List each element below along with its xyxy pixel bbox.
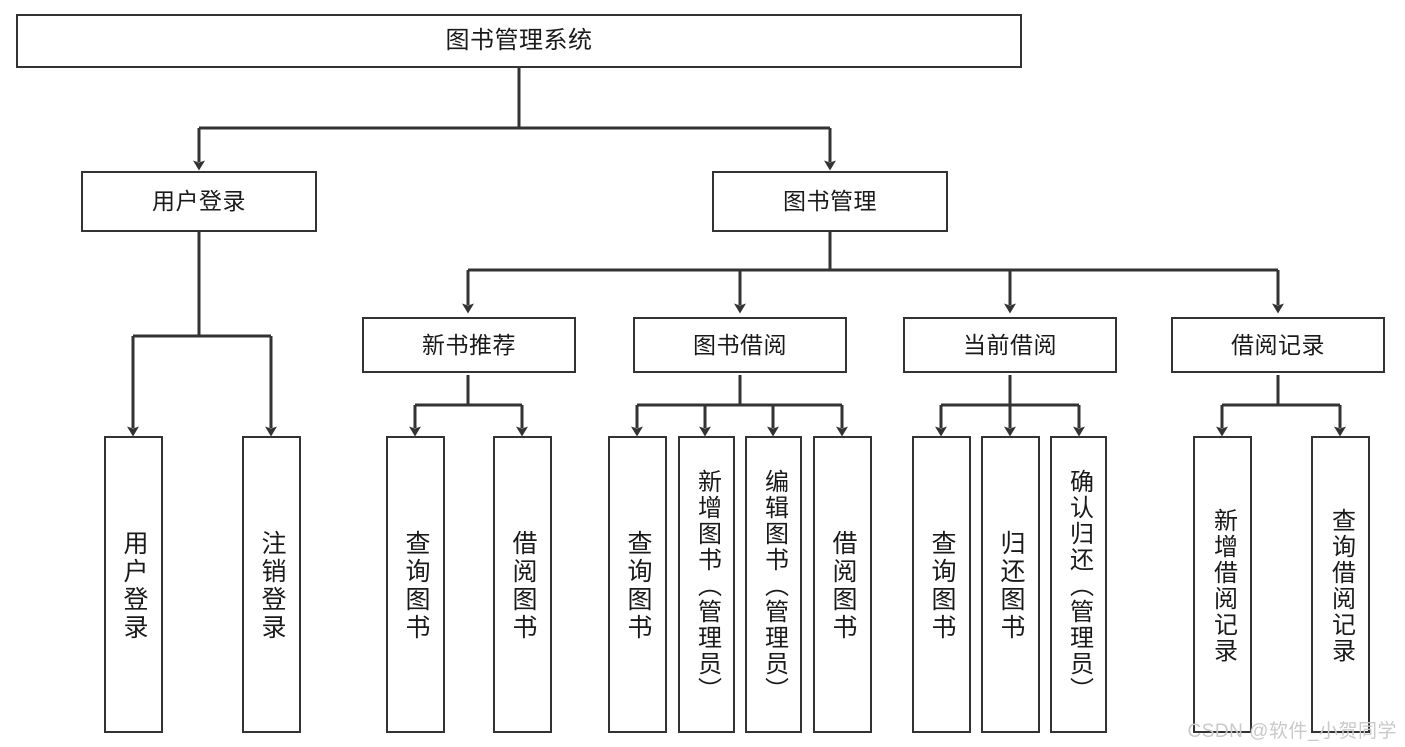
node-leaf-borrow-book-2-label: 借阅图书	[829, 529, 857, 642]
node-user-login[interactable]: 用户登录	[81, 171, 317, 232]
node-root-label: 图书管理系统	[445, 27, 593, 55]
node-user-login-label: 用户登录	[152, 188, 246, 215]
watermark-text: CSDN @软件_小贺同学	[1187, 721, 1397, 742]
node-new-book-recommend[interactable]: 新书推荐	[362, 317, 576, 373]
node-leaf-user-login-label: 用户登录	[120, 529, 148, 642]
node-current-borrow-label: 当前借阅	[963, 331, 1057, 358]
node-leaf-confirm-return-label: 确认归还（管理员）	[1065, 468, 1093, 703]
node-borrow-record[interactable]: 借阅记录	[1171, 317, 1385, 373]
node-leaf-query-book-1-label: 查询图书	[402, 529, 430, 642]
node-leaf-borrow-book-1-label: 借阅图书	[509, 529, 537, 642]
node-leaf-edit-book[interactable]: 编辑图书（管理员）	[745, 436, 802, 733]
node-leaf-edit-book-label: 编辑图书（管理员）	[760, 468, 788, 703]
node-book-manage-label: 图书管理	[783, 188, 877, 215]
node-leaf-query-book-2[interactable]: 查询图书	[608, 436, 667, 733]
node-leaf-user-logout[interactable]: 注销登录	[242, 436, 301, 733]
node-leaf-query-record-label: 查询借阅记录	[1327, 507, 1355, 664]
node-leaf-add-record[interactable]: 新增借阅记录	[1193, 436, 1252, 733]
node-leaf-add-record-label: 新增借阅记录	[1209, 507, 1237, 664]
node-leaf-borrow-book-2[interactable]: 借阅图书	[813, 436, 872, 733]
node-current-borrow[interactable]: 当前借阅	[903, 317, 1117, 373]
node-book-borrow-label: 图书借阅	[693, 331, 787, 358]
node-book-borrow[interactable]: 图书借阅	[633, 317, 847, 373]
node-leaf-query-book-3-label: 查询图书	[928, 529, 956, 642]
node-borrow-record-label: 借阅记录	[1231, 331, 1325, 358]
node-leaf-query-book-3[interactable]: 查询图书	[912, 436, 971, 733]
node-leaf-confirm-return[interactable]: 确认归还（管理员）	[1050, 436, 1107, 733]
node-root[interactable]: 图书管理系统	[16, 14, 1022, 68]
node-leaf-query-book-2-label: 查询图书	[624, 529, 652, 642]
node-leaf-return-book-label: 归还图书	[997, 529, 1025, 642]
node-leaf-user-login[interactable]: 用户登录	[104, 436, 163, 733]
node-leaf-query-record[interactable]: 查询借阅记录	[1311, 436, 1370, 733]
node-book-manage[interactable]: 图书管理	[712, 171, 948, 232]
node-leaf-add-book[interactable]: 新增图书（管理员）	[678, 436, 735, 733]
node-leaf-borrow-book-1[interactable]: 借阅图书	[493, 436, 552, 733]
node-leaf-add-book-label: 新增图书（管理员）	[693, 468, 721, 703]
node-leaf-user-logout-label: 注销登录	[258, 529, 286, 642]
node-leaf-query-book-1[interactable]: 查询图书	[386, 436, 445, 733]
node-new-book-recommend-label: 新书推荐	[422, 331, 516, 358]
node-leaf-return-book[interactable]: 归还图书	[981, 436, 1040, 733]
